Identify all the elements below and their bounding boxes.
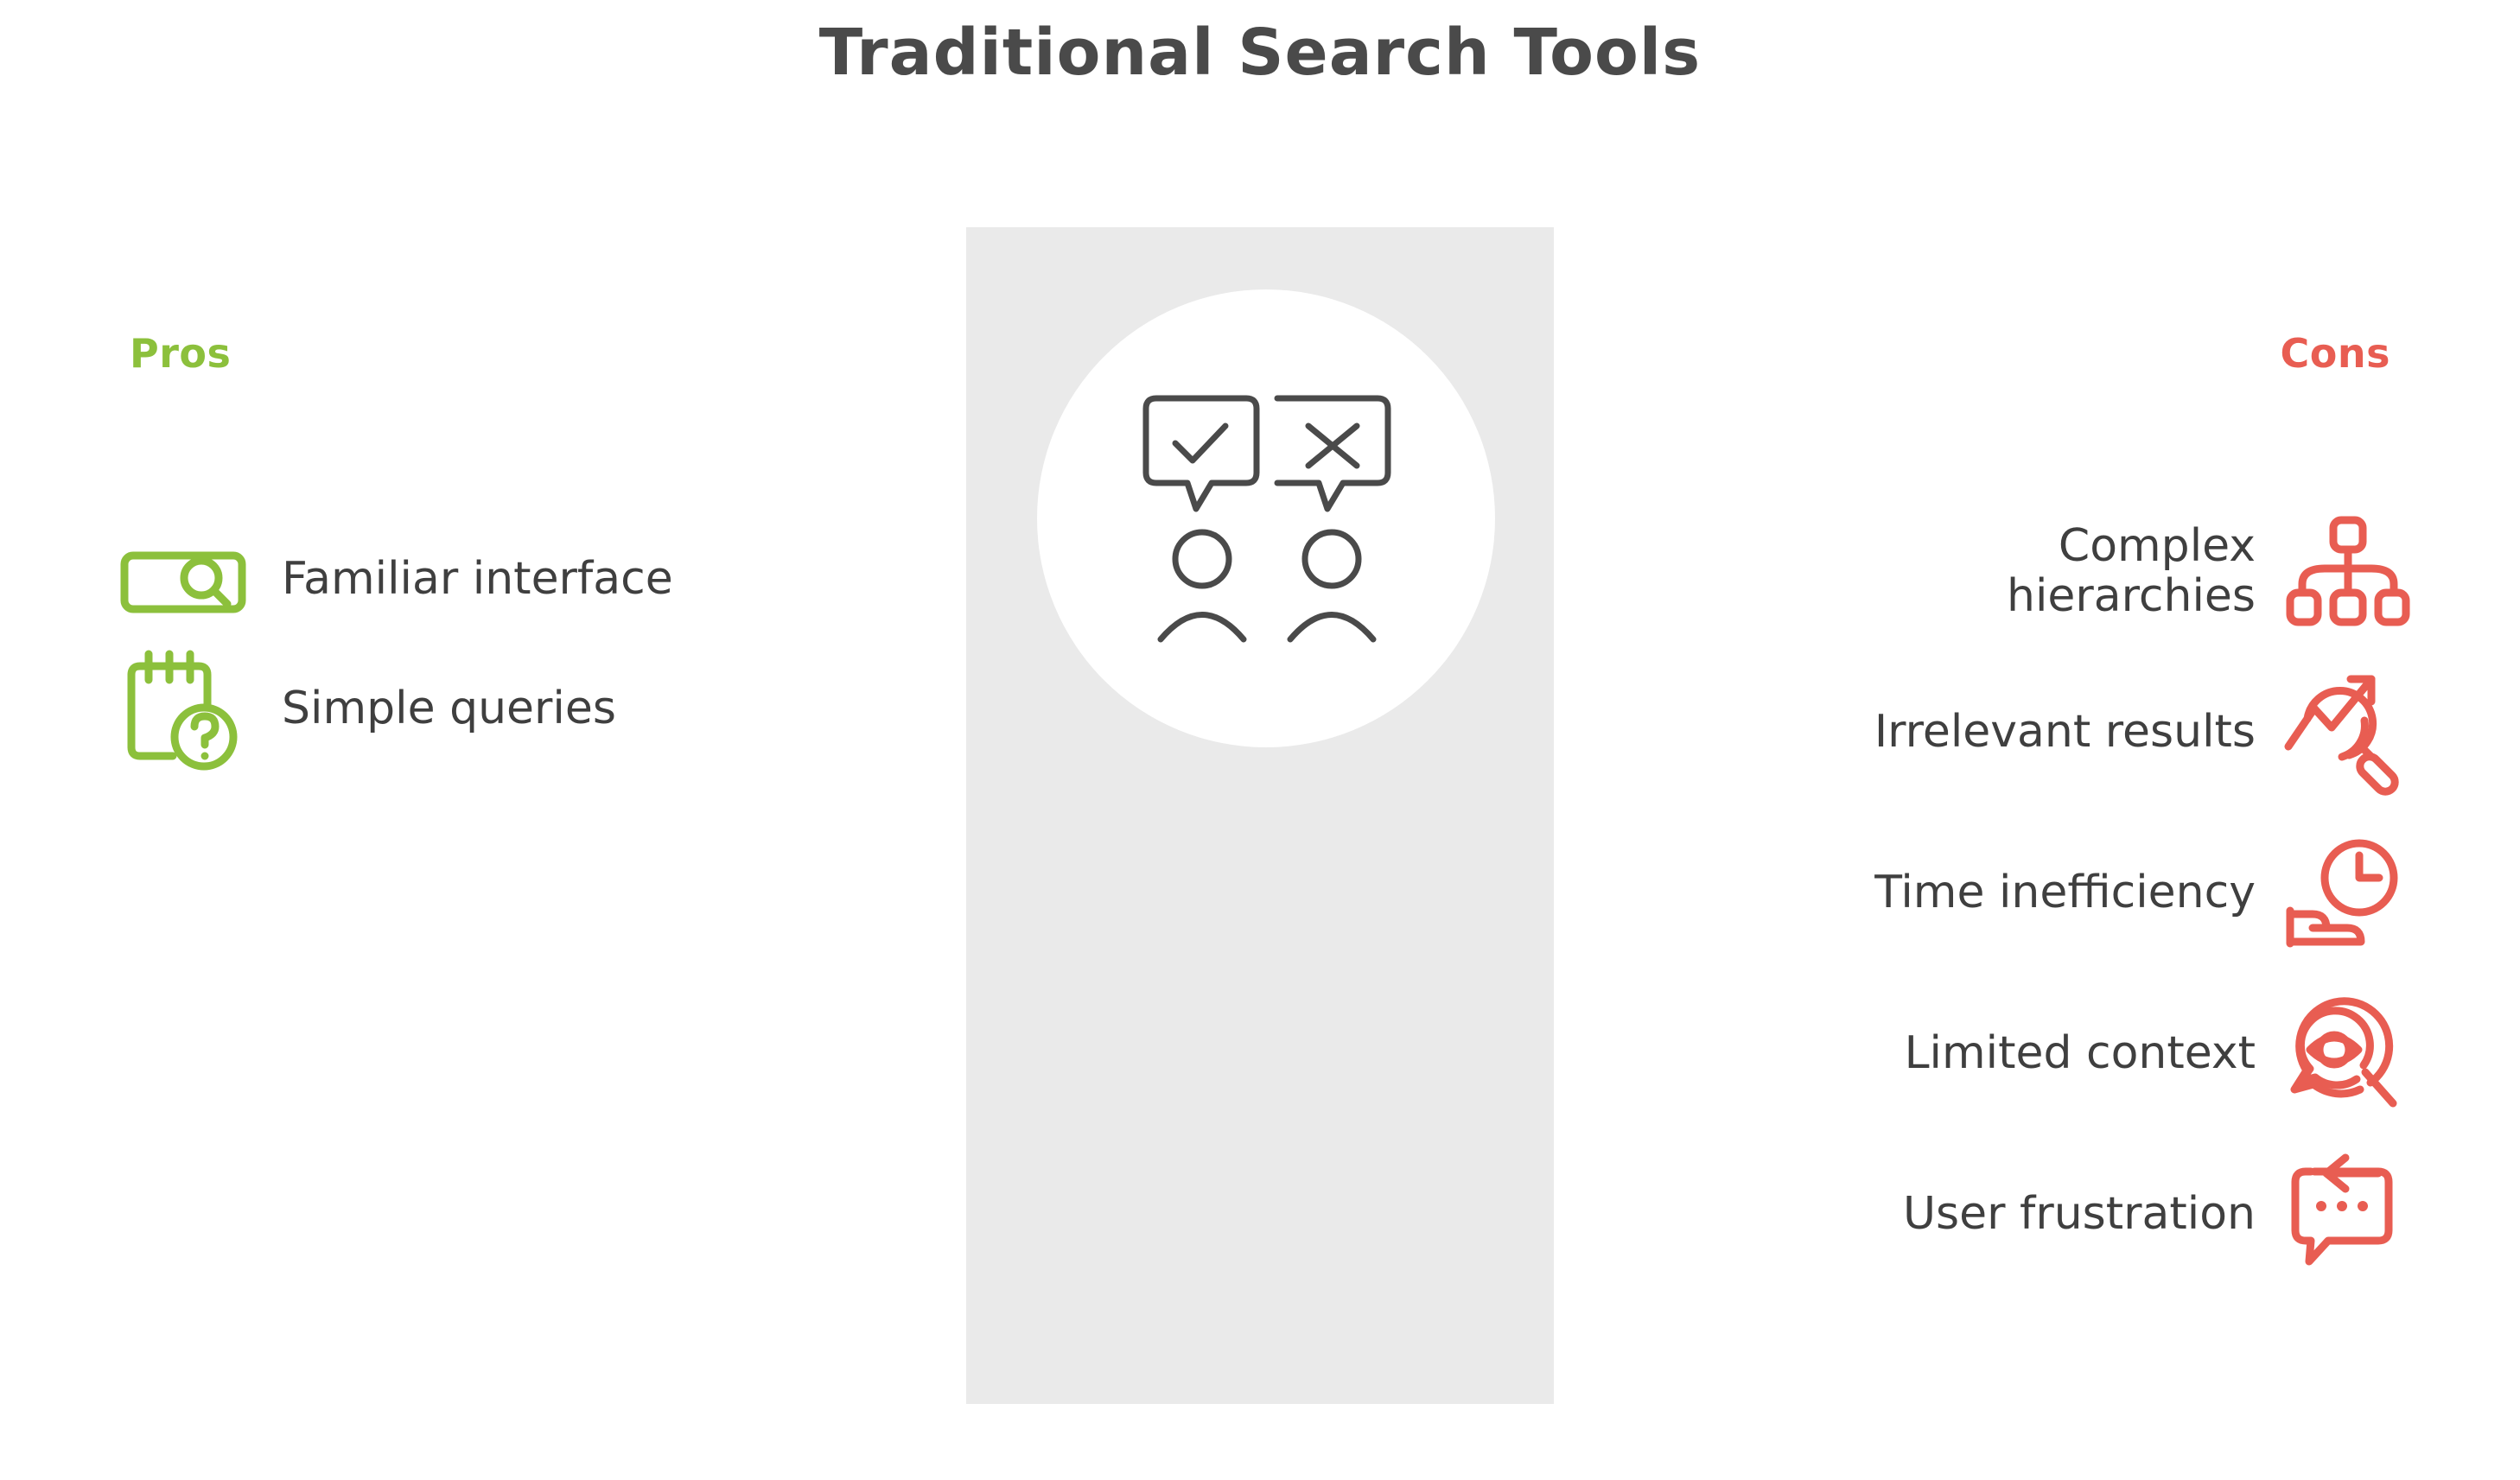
- list-item: Irrelevant results: [1613, 651, 2408, 812]
- notepad-question-icon: [119, 645, 247, 773]
- list-item: Time inefficiency: [1613, 812, 2408, 973]
- clock-bed-icon: [2285, 831, 2408, 954]
- list-item: Simple queries: [119, 645, 862, 774]
- pros-heading: Pros: [130, 330, 232, 377]
- hierarchy-tree-icon: [2285, 510, 2410, 632]
- person-left: [1157, 529, 1247, 643]
- center-illustration: [1139, 393, 1395, 644]
- magnifier-trend-icon: [2284, 670, 2408, 796]
- eye-magnifier-icon: [2285, 992, 2408, 1115]
- pros-list: Familiar interface Simple queries: [119, 515, 862, 774]
- list-item-label: Familiar interface: [282, 553, 673, 606]
- page-title: Traditional Search Tools: [818, 16, 1702, 90]
- speech-bubble-check: [1142, 395, 1260, 512]
- list-item-label: Complex hierarchies: [2007, 519, 2256, 622]
- cons-list: Complex hierarchies Irrelevant results: [1613, 491, 2410, 1294]
- list-item: User frustration: [1613, 1134, 2408, 1294]
- list-item-label: Time inefficiency: [1874, 866, 2256, 918]
- list-item: Complex hierarchies: [1613, 491, 2410, 651]
- chat-dots-return-icon: [2285, 1153, 2408, 1275]
- list-item-label: Irrelevant results: [1874, 705, 2256, 758]
- list-item-label: Simple queries: [282, 683, 616, 735]
- list-item: Limited context: [1613, 973, 2408, 1134]
- search-bar-icon: [119, 516, 247, 644]
- person-right: [1287, 529, 1377, 643]
- center-circle-backdrop: [1037, 289, 1495, 747]
- list-item: Familiar interface: [119, 515, 862, 645]
- cons-heading: Cons: [2280, 330, 2390, 377]
- list-item-label: User frustration: [1902, 1187, 2256, 1240]
- list-item-label: Limited context: [1904, 1026, 2256, 1079]
- speech-bubble-cross: [1274, 395, 1391, 512]
